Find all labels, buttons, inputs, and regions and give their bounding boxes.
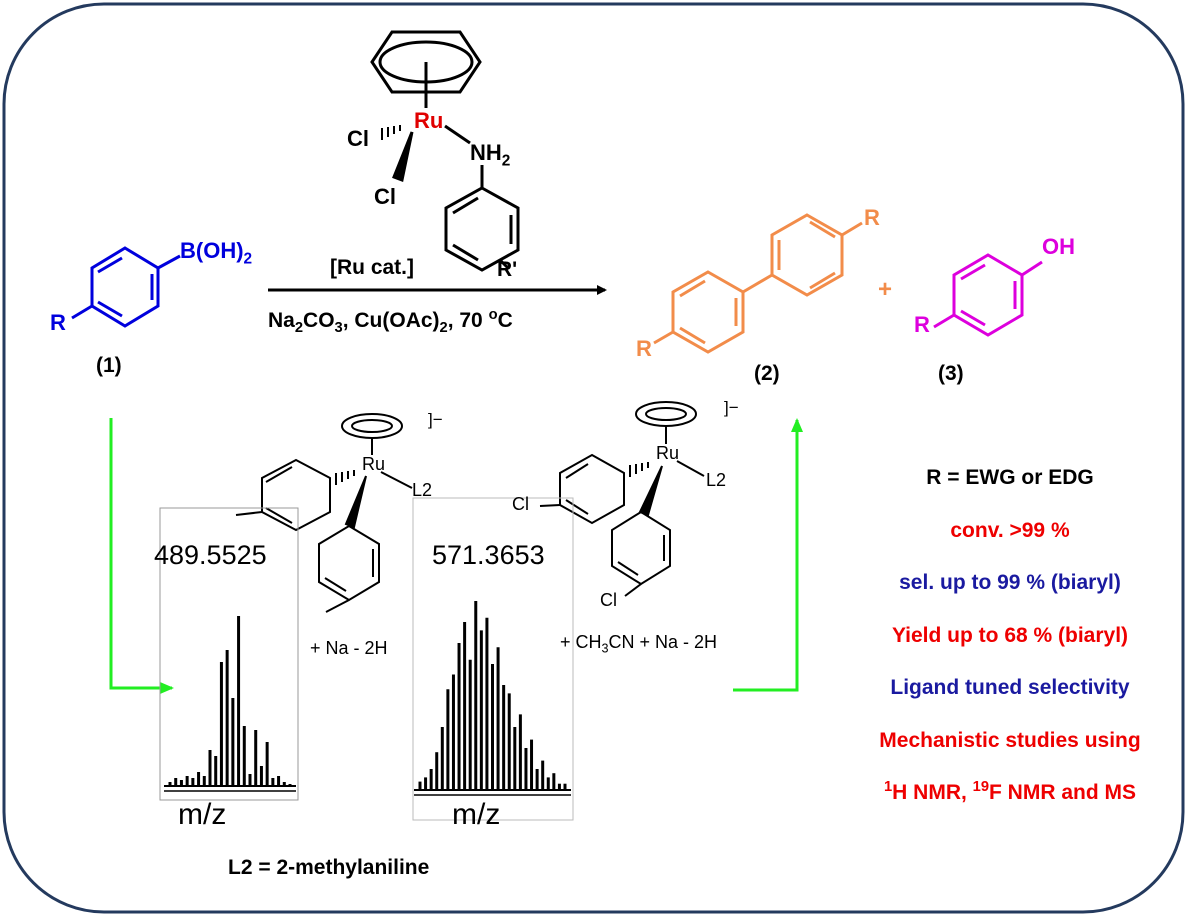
phenol-label: (3) xyxy=(938,362,964,385)
l2-definition: L2 = 2-methylaniline xyxy=(228,856,430,879)
catalyst-substituent-label: R' xyxy=(497,258,518,281)
right-axis-label: m/z xyxy=(452,798,501,831)
reactant-label: (1) xyxy=(96,354,122,377)
biaryl-structure xyxy=(653,213,863,354)
phenol-structure xyxy=(933,253,1043,337)
reactant-structure xyxy=(71,246,181,328)
left-mass-value: 489.5525 xyxy=(154,540,267,570)
summary-r-definition: R = EWG or EDG xyxy=(926,466,1094,489)
summary-ligand: Ligand tuned selectivity xyxy=(890,676,1130,699)
left-axis-label: m/z xyxy=(178,798,227,831)
spectrum-box-left xyxy=(159,507,299,801)
reagents-condition-label: Na2CO3, Cu(OAc)2, 70 oC xyxy=(268,307,513,337)
plus-sign: + xyxy=(878,276,893,303)
biaryl-label: (2) xyxy=(754,362,780,385)
right-int-ligand: L2 xyxy=(706,470,727,490)
catalyst-structure xyxy=(370,30,520,272)
left-int-metal: Ru xyxy=(362,454,386,474)
right-mass-value: 571.3653 xyxy=(432,540,545,570)
catalyst-metal-label: Ru xyxy=(414,108,444,133)
green-arrow-right xyxy=(733,418,803,692)
summary-mechanistic: Mechanistic studies using xyxy=(879,729,1141,752)
left-int-charge: ]− xyxy=(428,410,443,429)
right-int-metal: Ru xyxy=(656,443,680,463)
right-adduct-label: + CH3CN + Na - 2H xyxy=(560,632,718,656)
catalyst-amine-label: NH2 xyxy=(470,140,511,170)
catalyst-condition-label: [Ru cat.] xyxy=(330,256,414,279)
summary-yield: Yield up to 68 % (biaryl) xyxy=(891,624,1129,647)
spectrum-left xyxy=(164,616,296,792)
catalyst-cl1-label: Cl xyxy=(347,126,369,151)
summary-conversion: conv. >99 % xyxy=(950,519,1070,542)
spectrum-right xyxy=(414,601,571,796)
spectrum-box-right xyxy=(412,497,574,821)
green-arrow-left xyxy=(109,418,174,694)
biaryl-r-top-label: R xyxy=(864,205,880,230)
summary-nmr: 1H NMR, 19F NMR and MS xyxy=(883,779,1136,804)
phenol-oh-label: OH xyxy=(1042,234,1075,259)
right-intermediate-structure xyxy=(539,401,705,597)
biaryl-r-bottom-label: R xyxy=(636,336,652,361)
left-int-ligand: L2 xyxy=(412,480,433,500)
left-intermediate-structure xyxy=(235,413,413,613)
catalyst-cl2-label: Cl xyxy=(374,184,396,209)
left-adduct-label: + Na - 2H xyxy=(310,638,388,658)
reactant-r-label: R xyxy=(50,310,66,335)
right-int-cl2: Cl xyxy=(600,590,617,610)
reactant-group-label: B(OH)2 xyxy=(180,238,253,268)
phenol-r-label: R xyxy=(914,312,930,337)
right-int-charge: ]− xyxy=(724,398,739,417)
summary-selectivity: sel. up to 99 % (biaryl) xyxy=(899,571,1121,594)
right-int-cl1: Cl xyxy=(512,494,529,514)
